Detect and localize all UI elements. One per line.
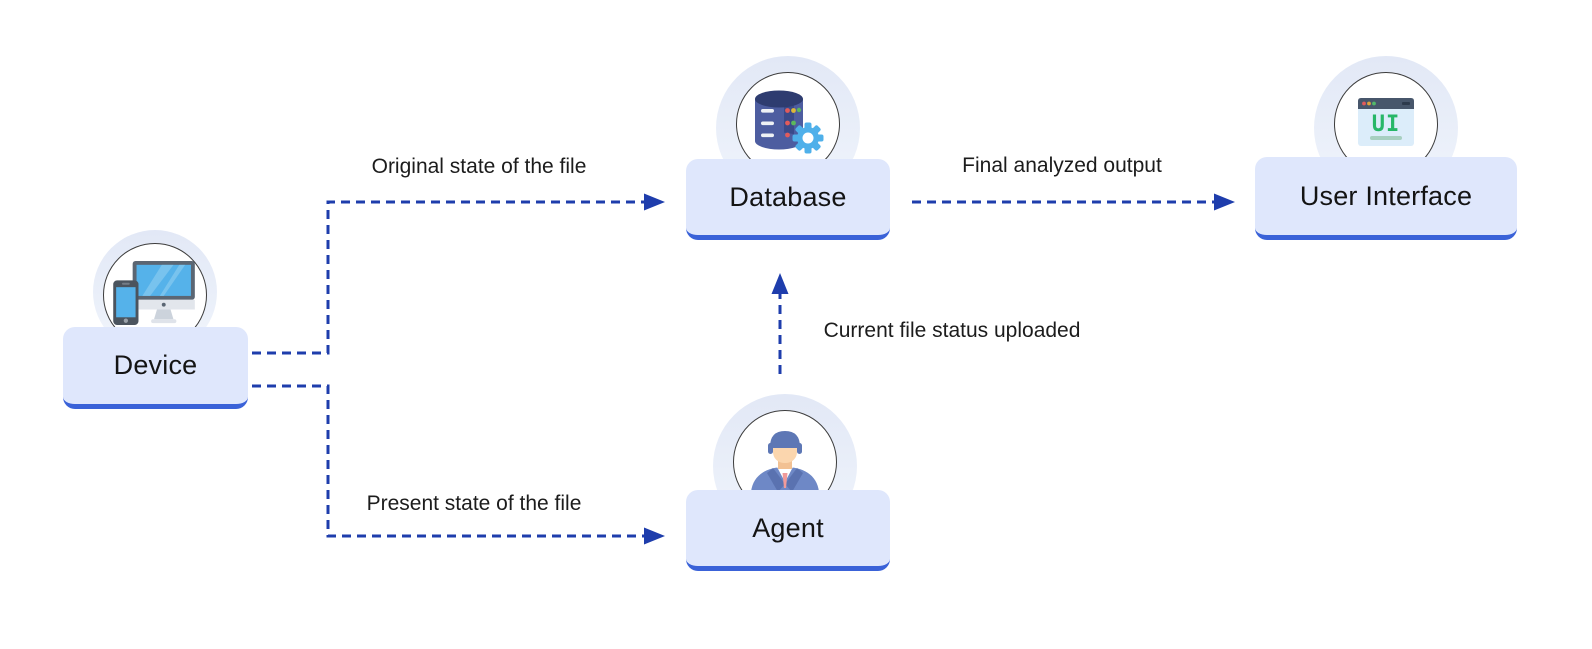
browser-ui-icon: UI bbox=[1357, 97, 1415, 152]
device-node-label: Device bbox=[113, 350, 198, 380]
edge-label-final-output: Final analyzed output bbox=[962, 154, 1162, 177]
arrow-device-to-agent bbox=[252, 384, 665, 545]
agent-person-icon bbox=[743, 428, 827, 497]
edge-label-original-state: Original state of the file bbox=[371, 155, 587, 178]
database-node-label: Database bbox=[729, 181, 847, 212]
agent-node-label: Agent bbox=[752, 512, 824, 543]
arrow-database-to-ui bbox=[912, 193, 1235, 211]
database-circle bbox=[736, 72, 840, 176]
arrow-device-to-database bbox=[252, 193, 665, 355]
database-gear-icon bbox=[751, 89, 825, 160]
user-interface-node-label: User Interface bbox=[1299, 180, 1473, 211]
device-node-box: Device bbox=[63, 327, 248, 409]
agent-node-box: Agent bbox=[686, 490, 890, 571]
svg-text:UI: UI bbox=[1372, 112, 1401, 137]
user-interface-node-box: User Interface bbox=[1255, 157, 1517, 240]
arrow-agent-to-database bbox=[771, 273, 789, 374]
database-node-box: Database bbox=[686, 159, 890, 240]
devices-icon bbox=[111, 259, 199, 332]
edge-label-present-state: Present state of the file bbox=[366, 492, 582, 515]
edge-label-current-status: Current file status uploaded bbox=[823, 319, 1081, 342]
